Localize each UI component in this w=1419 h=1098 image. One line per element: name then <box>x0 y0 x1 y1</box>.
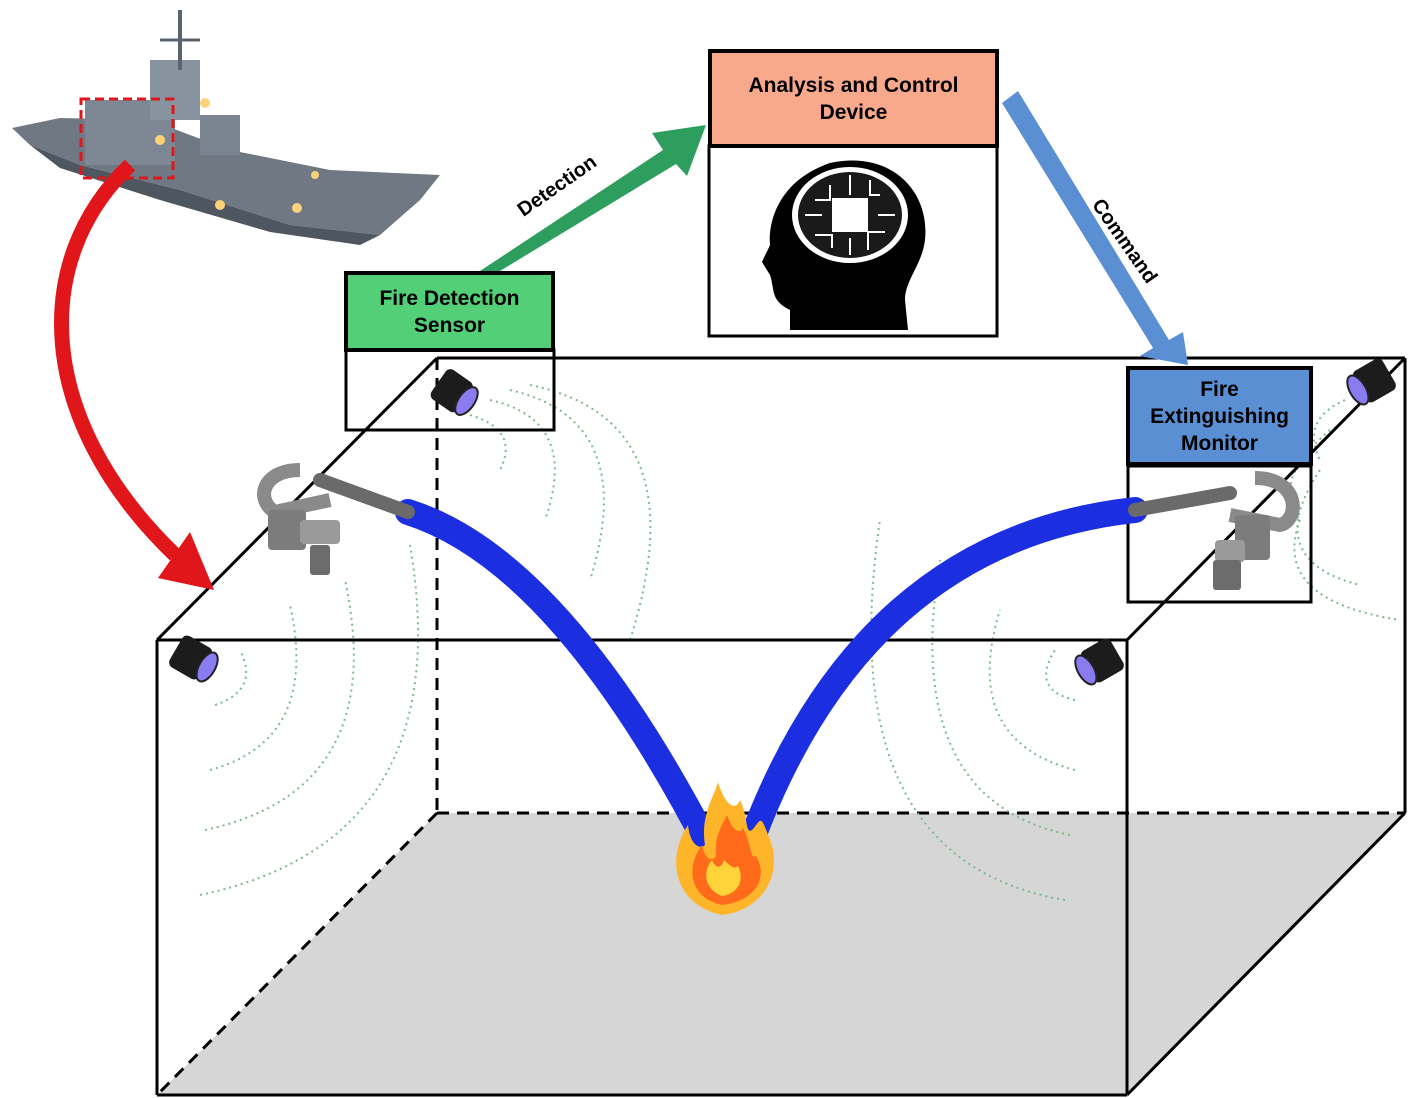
analysis-control-device-box: Analysis and Control Device <box>708 49 999 148</box>
water-stream-right <box>735 497 1148 863</box>
sensor-waves <box>199 384 1401 901</box>
sensor-label-line2: Sensor <box>413 313 486 337</box>
monitor-label-line2: Extinguishing <box>1150 404 1289 428</box>
water-streams <box>395 497 1148 863</box>
fire-flame-icon <box>676 782 775 915</box>
location-arrow <box>54 159 214 590</box>
fire-monitor-nozzle-icon-left <box>257 463 415 575</box>
brain-circuit-icon <box>762 160 926 330</box>
command-arrow <box>1002 91 1188 365</box>
compartment-floor <box>157 813 1405 1095</box>
fire-detector-camera-icon-front-right <box>1074 638 1124 686</box>
sensor-label-line1: Fire Detection <box>379 286 520 310</box>
fire-detection-sensor-box: Fire Detection Sensor <box>344 271 555 352</box>
compartment-edges <box>155 348 1407 1097</box>
fire-monitor-nozzle-icon-right <box>1128 471 1300 590</box>
fire-detector-camera-icon-top-left <box>430 369 479 416</box>
fire-detector-camera-icon-front-left <box>169 635 219 683</box>
monitor-label-line3: Monitor <box>1181 431 1258 455</box>
detection-arrow <box>480 125 706 271</box>
fire-detector-camera-icon-back-right <box>1346 358 1396 406</box>
warship-image <box>12 10 440 245</box>
water-stream-left <box>395 499 723 863</box>
analysis-label-line2: Device <box>819 100 888 124</box>
fire-extinguishing-monitor-box: Fire Extinguishing Monitor <box>1126 366 1313 466</box>
hidden-edges <box>155 358 1405 1097</box>
analysis-label-line1: Analysis and Control <box>748 73 959 97</box>
monitor-label-line1: Fire <box>1200 377 1239 401</box>
